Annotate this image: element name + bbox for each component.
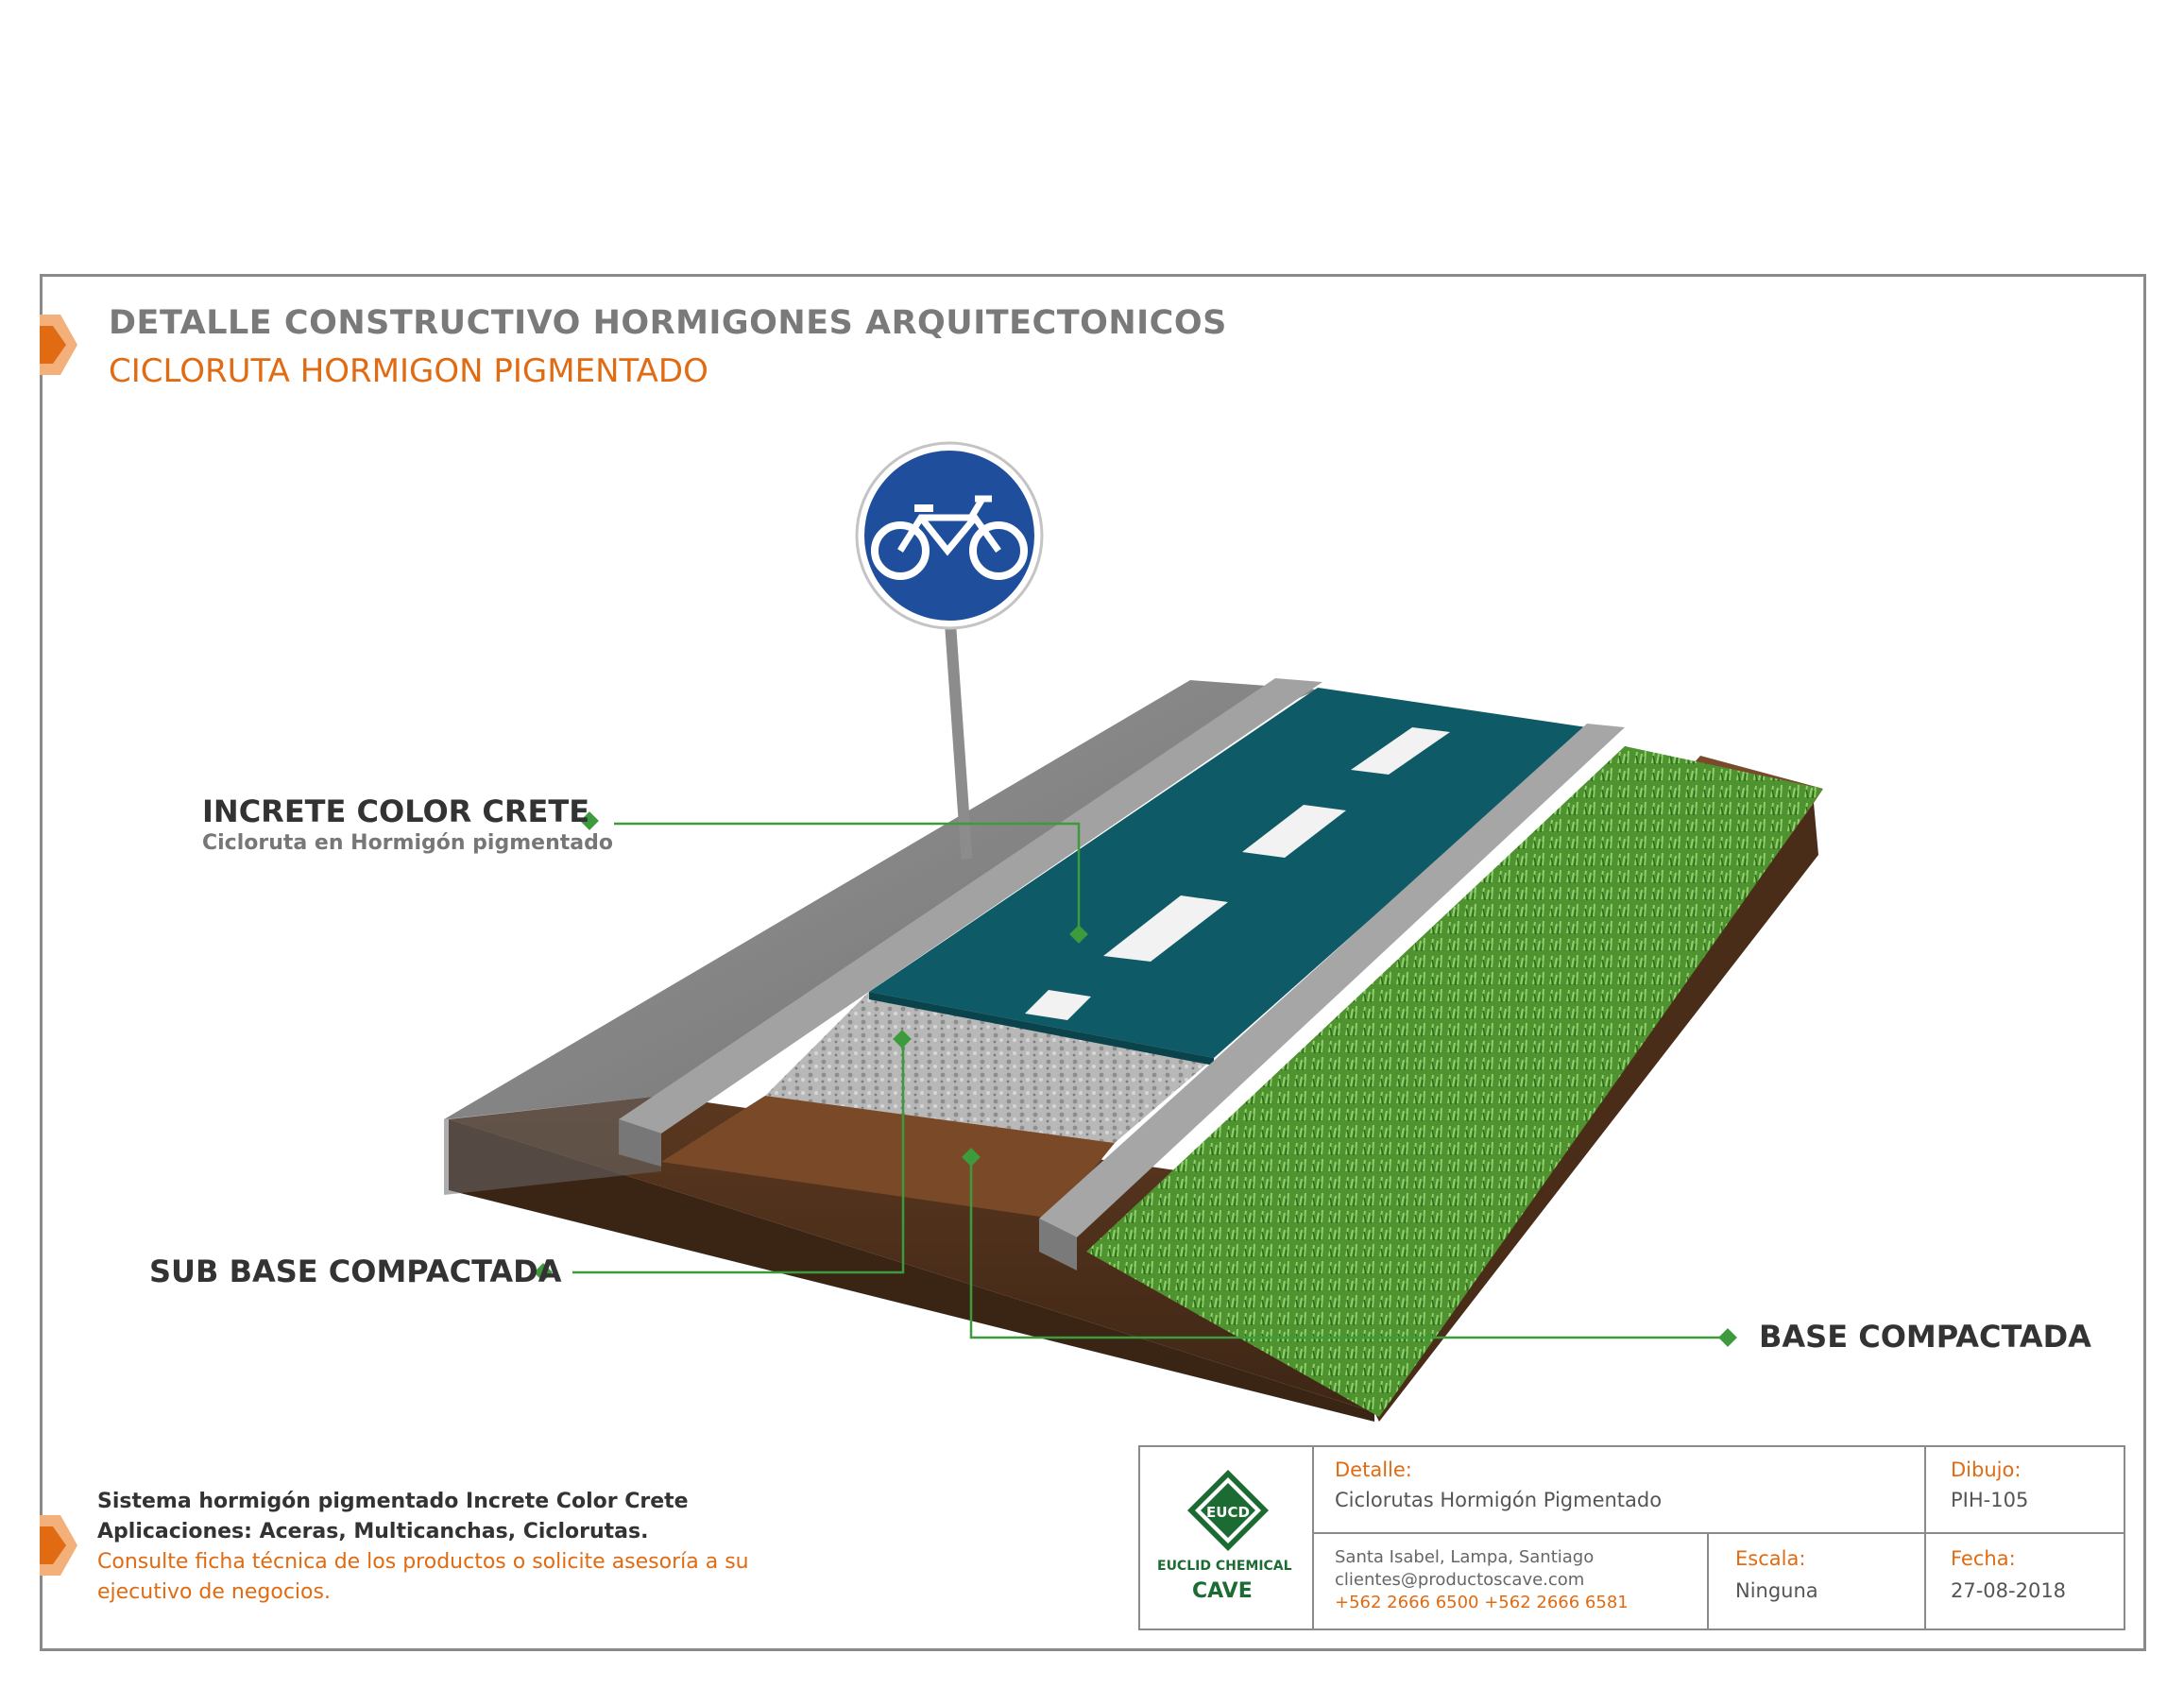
left-sidewalk [444,680,1318,1119]
title-block: EUCD EUCLID CHEMICAL CAVE Detalle: Ciclo… [1138,1445,2125,1630]
callout-lines [572,822,1729,1339]
fecha-value: 27-08-2018 [1951,1579,2067,1602]
left-curb [619,678,1322,1134]
company-brand: CAVE [1192,1579,1253,1603]
escala-value: Ninguna [1735,1579,1818,1602]
base-label: BASE COMPACTADA [1759,1319,2091,1355]
page-subtitle: CICLORUTA HORMIGON PIGMENTADO [109,352,708,390]
fecha-label: Fecha: [1951,1547,2016,1570]
escala-label: Escala: [1735,1547,1806,1570]
sign-pole [945,622,973,860]
teal-cycle-path [869,688,1587,1058]
detalle-value: Ciclorutas Hormigón Pigmentado [1335,1489,1663,1511]
lane-markings [1025,727,1450,1020]
detalle-label: Detalle: [1335,1458,1412,1481]
note-line-4: ejecutivo de negocios. [97,1580,331,1604]
bicycle-sign-icon [855,441,1044,630]
dibujo-value: PIH-105 [1951,1489,2029,1511]
email-text: clientes@productoscave.com [1335,1570,1585,1590]
right-curb [1039,724,1625,1237]
note-line-2: Aplicaciones: Aceras, Multicanchas, Cicl… [97,1520,649,1543]
grass-area [1086,746,1823,1417]
orange-arrow-icon [40,315,77,375]
phones-text: +562 2666 6500 +562 2666 6581 [1335,1593,1629,1612]
callout-markers [534,811,1737,1347]
dibujo-label: Dibujo: [1951,1458,2022,1481]
euclid-logo-icon: EUCD [1187,1470,1269,1551]
increte-sublabel: Cicloruta en Hormigón pigmentado [202,831,613,855]
note-line-1: Sistema hormigón pigmentado Increte Colo… [97,1490,689,1513]
base-soil [661,1096,1115,1219]
drawing-frame [40,274,2146,1651]
company-name: EUCLID CHEMICAL [1157,1559,1292,1574]
page-title: DETALLE CONSTRUCTIVO HORMIGONES ARQUITEC… [109,304,1227,342]
sub-base-gravel [765,992,1214,1143]
increte-label: INCRETE COLOR CRETE [202,793,590,829]
sub-base-label: SUB BASE COMPACTADA [149,1253,562,1289]
address-text: Santa Isabel, Lampa, Santiago [1335,1547,1595,1567]
orange-arrow-icon [40,1515,77,1576]
note-line-3: Consulte ficha técnica de los productos … [97,1550,749,1574]
svg-text:EUCD: EUCD [1206,1504,1250,1521]
